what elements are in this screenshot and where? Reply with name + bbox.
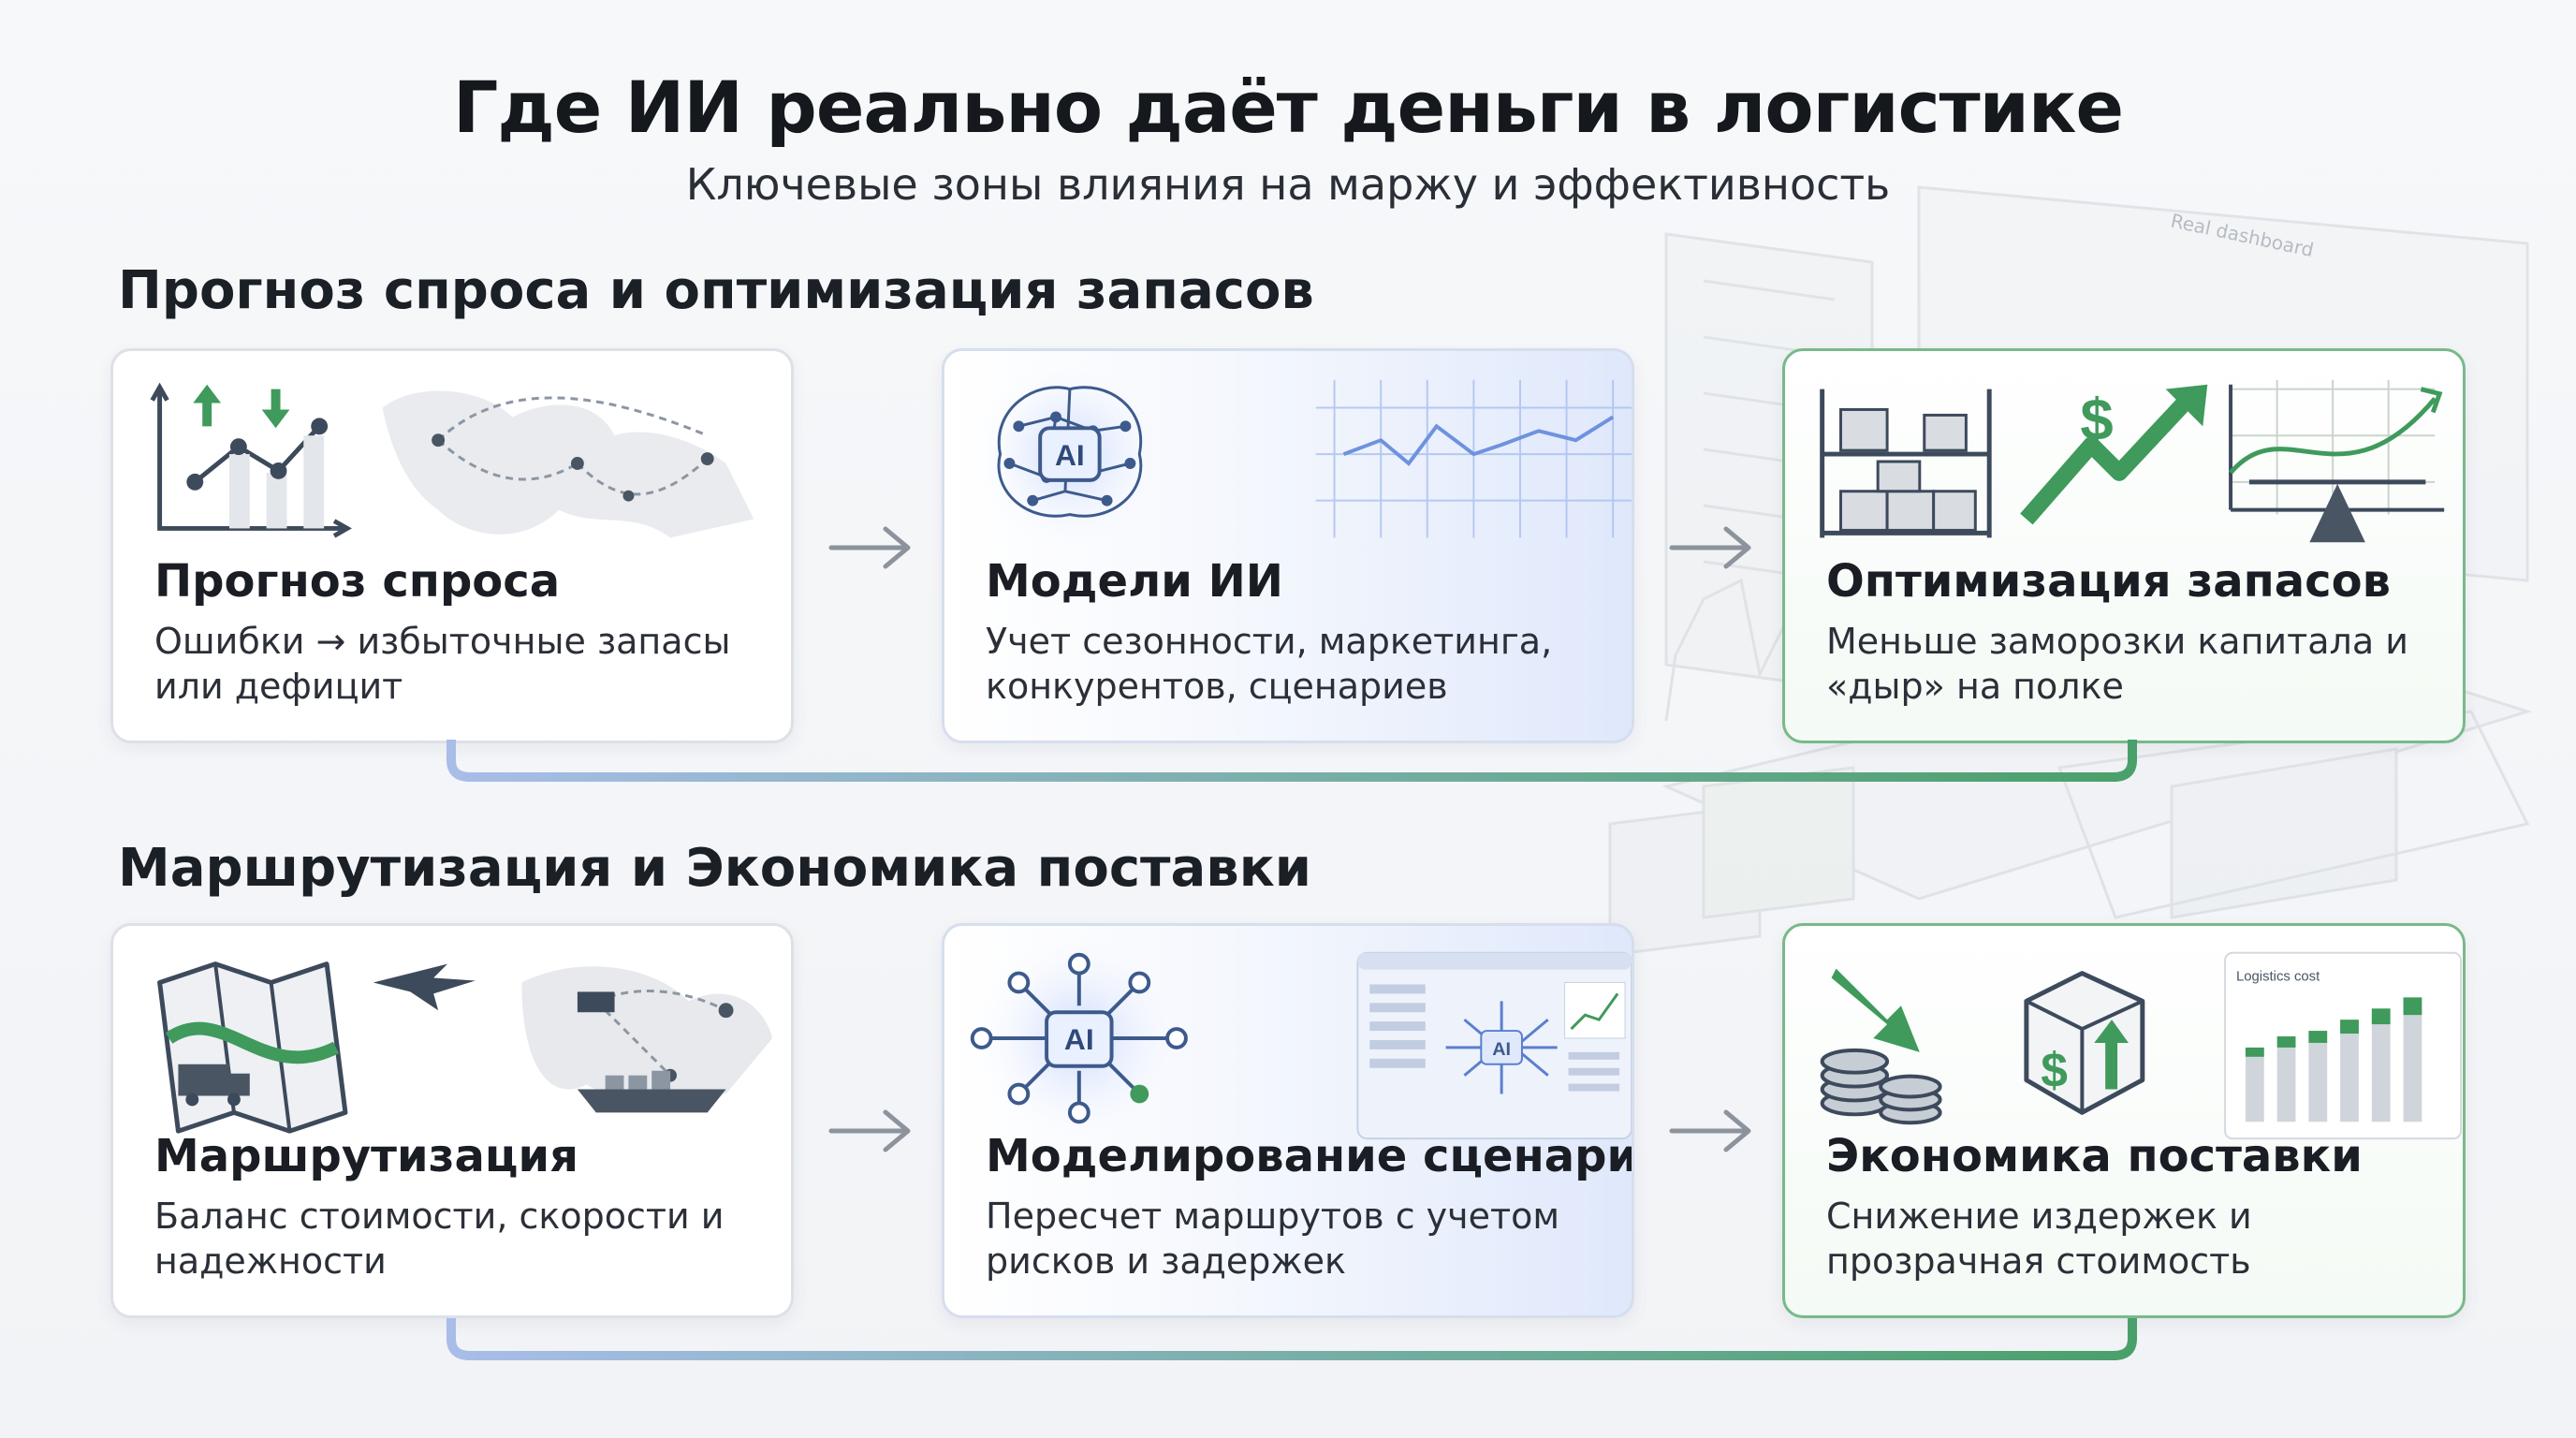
card-title: Оптимизация запасов <box>1826 555 2391 608</box>
page-subtitle: Ключевые зоны влияния на маржу и эффекти… <box>685 159 1891 210</box>
card-inventory-optimization: $ Оптимизация запасов Меньше заморозки к… <box>1782 348 2466 743</box>
card-description: Баланс стоимости, скорости и надежности <box>154 1196 724 1282</box>
section-connector-line <box>446 1318 2137 1360</box>
arrow-right-icon <box>1669 526 1751 569</box>
card-ai-models: AI Модели ИИ Учет сезонности, маркетинга… <box>942 348 1634 743</box>
arrow-right-icon <box>828 526 911 569</box>
arrow-right-icon <box>828 1109 911 1152</box>
card-description: Снижение издержек и прозрачная стоимость <box>1826 1196 2252 1282</box>
section-title-routing-economics: Маршрутизация и Экономика поставки <box>118 838 1311 899</box>
warehouse-shelf-icon: $ <box>1820 379 2445 543</box>
dollar-icon: $ <box>2041 1043 2068 1097</box>
cost-coins-icon: $ Logistics cost <box>1820 951 2463 1140</box>
arrow-right-icon <box>1669 1109 1751 1152</box>
ai-network-icon: AI AI <box>967 926 1632 1151</box>
growth-chart-icon <box>150 382 754 538</box>
page-title: Где ИИ реально даёт деньги в логистике <box>452 66 2124 149</box>
card-routing: Маршрутизация Баланс стоимости, скорости… <box>110 923 794 1318</box>
ai-badge: AI <box>1064 1022 1094 1056</box>
card-title: Модели ИИ <box>986 555 1283 608</box>
logistics-cost-label: Logistics cost <box>2236 970 2320 985</box>
section-connector-line <box>446 740 2137 782</box>
card-demand-forecast: Прогноз спроса Ошибки → избыточные запас… <box>110 348 794 743</box>
card-description: Меньше заморозки капитала и «дыр» на пол… <box>1826 621 2408 707</box>
ai-brain-icon: AI <box>967 351 1632 557</box>
dollar-icon: $ <box>2080 388 2113 453</box>
card-supply-economics: $ Logistics cost Экономика поставки Сниж… <box>1782 923 2466 1318</box>
card-title: Экономика поставки <box>1826 1130 2363 1182</box>
card-title: Моделирование сценариев <box>986 1130 1634 1182</box>
ai-badge: AI <box>1055 438 1085 472</box>
route-map-icon <box>157 961 773 1134</box>
card-description: Учет сезонности, маркетинга, конкурентов… <box>986 621 1553 707</box>
card-title: Прогноз спроса <box>154 555 561 608</box>
card-description: Пересчет маршрутов с учетом рисков и зад… <box>986 1196 1560 1282</box>
ai-badge: AI <box>1492 1039 1511 1060</box>
card-scenario-modeling: AI AI Моделирование сценариев Пересчет м… <box>942 923 1634 1318</box>
section-title-demand-inventory: Прогноз спроса и оптимизация запасов <box>118 260 1314 321</box>
card-title: Маршрутизация <box>154 1130 578 1182</box>
card-description: Ошибки → избыточные запасы или дефицит <box>154 621 731 707</box>
